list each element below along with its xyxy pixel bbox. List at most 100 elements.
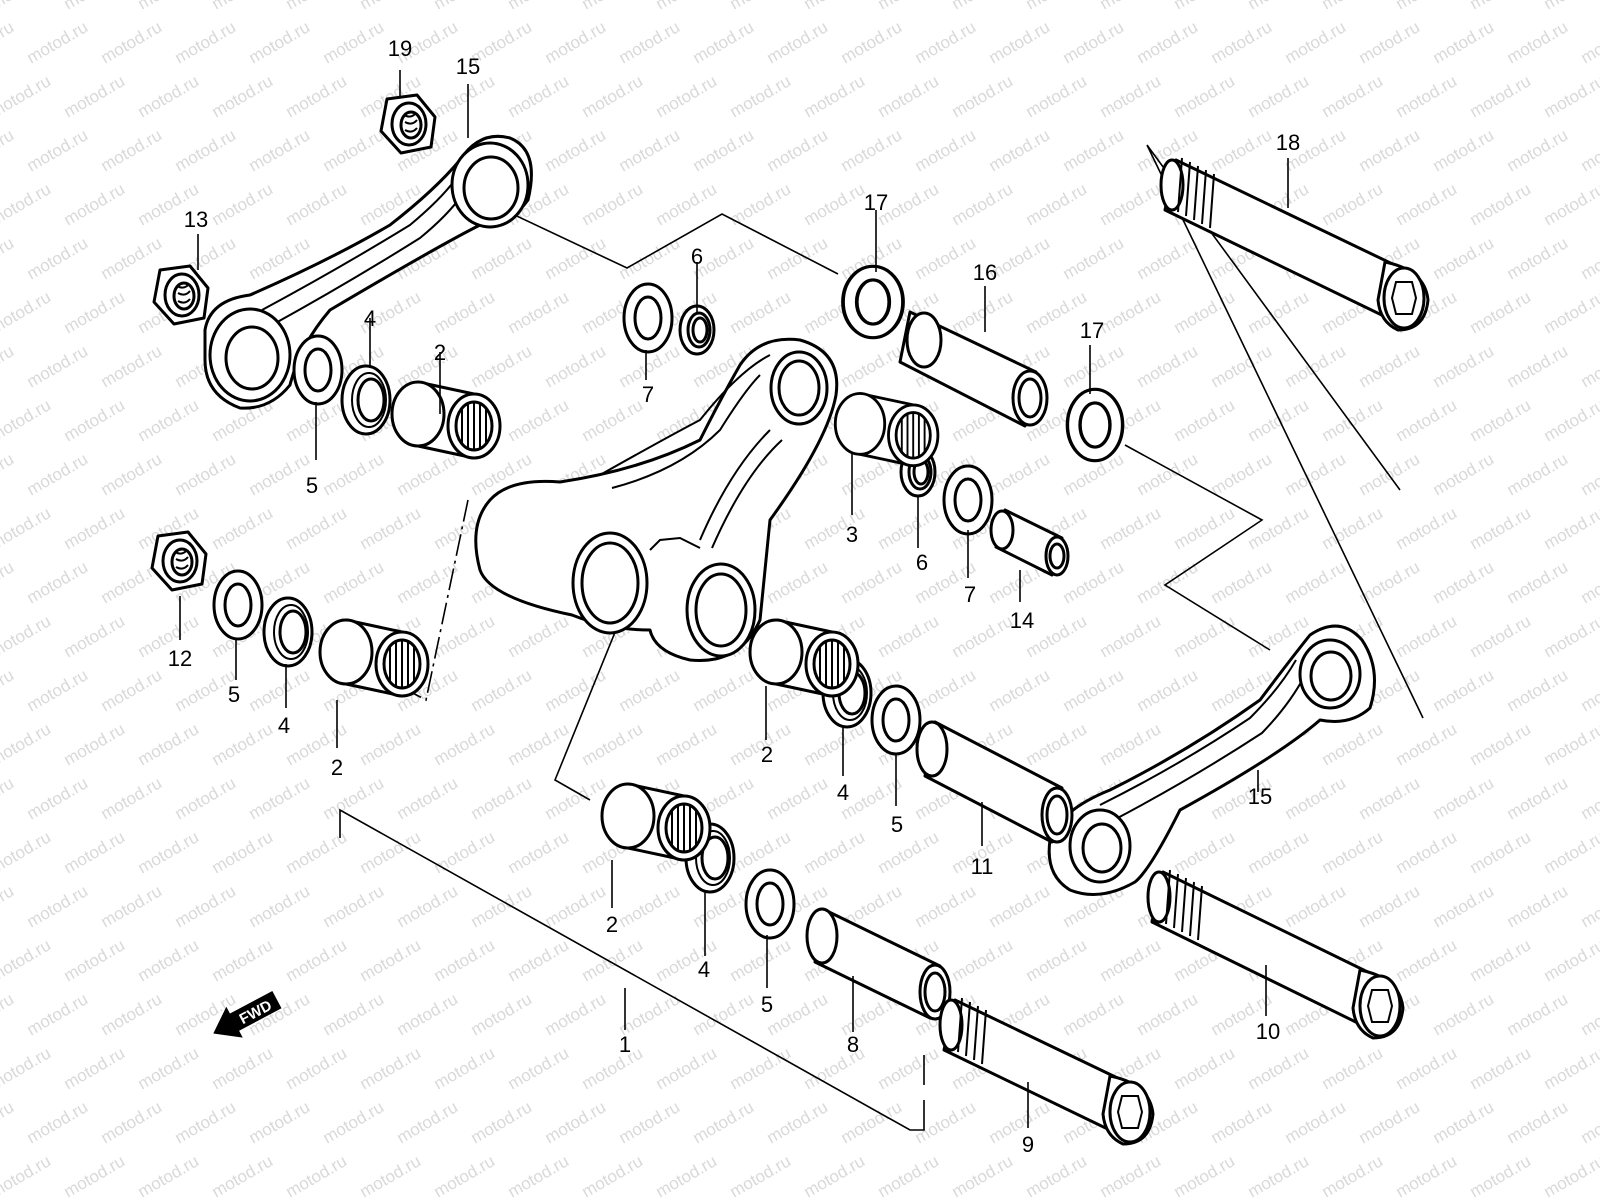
watermark-text: motod.ru [1097,611,1165,661]
watermark-text: motod.ru [357,719,425,769]
watermark-text: motod.ru [1578,989,1600,1039]
watermark-text: motod.ru [320,17,388,67]
watermark-text: motod.ru [1134,665,1202,715]
watermark-text: motod.ru [98,665,166,715]
watermark-text: motod.ru [764,989,832,1039]
watermark-text: motod.ru [1023,935,1091,985]
watermark-text: motod.ru [0,1097,17,1147]
watermark-text: motod.ru [505,395,573,445]
callout-13: 13 [184,207,208,232]
watermark-text: motod.ru [1245,1043,1313,1093]
watermark-text: motod.ru [24,881,92,931]
watermark-text: motod.ru [283,935,351,985]
watermark-text: motod.ru [1097,287,1165,337]
watermark-text: motod.ru [653,71,721,121]
watermark-text: motod.ru [1134,989,1202,1039]
watermark-text: motod.ru [1097,71,1165,121]
watermark-text: motod.ru [1393,935,1461,985]
watermark-text: motod.ru [1208,17,1276,67]
watermark-text: motod.ru [468,1097,536,1147]
watermark-text: motod.ru [1134,557,1202,607]
watermark-text: motod.ru [801,0,869,13]
watermark-text: motod.ru [135,1043,203,1093]
watermark-text: motod.ru [1467,1043,1535,1093]
watermark-text: motod.ru [912,233,980,283]
watermark-text: motod.ru [1060,341,1128,391]
watermark-text: motod.ru [1430,665,1498,715]
watermark-text: motod.ru [357,935,425,985]
watermark-text: motod.ru [986,1097,1054,1147]
watermark-text: motod.ru [1319,71,1387,121]
watermark-text: motod.ru [912,881,980,931]
watermark-text: motod.ru [357,1151,425,1200]
watermark-text: motod.ru [1430,557,1498,607]
callout-4-center: 4 [837,780,849,805]
callout-7-right: 7 [964,582,976,607]
watermark-text: motod.ru [1467,611,1535,661]
watermark-text: motod.ru [1319,395,1387,445]
watermark-text: motod.ru [394,989,462,1039]
watermark-text: motod.ru [1578,881,1600,931]
collar-16 [898,310,1049,428]
watermark-text: motod.ru [431,827,499,877]
watermark-text: motod.ru [801,827,869,877]
watermark-text: motod.ru [209,827,277,877]
watermark-text: motod.ru [0,1151,54,1200]
watermark-text: motod.ru [1467,71,1535,121]
watermark-text: motod.ru [1541,827,1600,877]
watermark-text: motod.ru [1282,557,1350,607]
watermark-text: motod.ru [0,125,17,175]
watermark-text: motod.ru [949,1151,1017,1200]
watermark-text: motod.ru [838,557,906,607]
watermark-text: motod.ru [0,233,17,283]
callout-3: 3 [846,522,858,547]
watermark-text: motod.ru [98,449,166,499]
washer-7-right [942,464,994,536]
callout-5-bottom: 5 [761,992,773,1017]
watermark-text: motod.ru [0,611,54,661]
watermark-text: motod.ru [0,773,17,823]
watermark-text: motod.ru [542,125,610,175]
callout-15-upper: 15 [456,54,480,79]
spacer-4-left [262,596,314,668]
watermark-text: motod.ru [1541,1151,1600,1200]
watermark-text: motod.ru [209,719,277,769]
watermark-text: motod.ru [1319,1151,1387,1200]
callout-5-center: 5 [891,812,903,837]
watermark-text: motod.ru [986,881,1054,931]
watermark-text: motod.ru [24,989,92,1039]
watermark-text: motod.ru [1245,395,1313,445]
linkage-lever [474,337,839,662]
watermark-text: motod.ru [1245,827,1313,877]
watermark-text: motod.ru [653,1151,721,1200]
nut-19-icon [379,93,437,155]
watermark-text: motod.ru [616,1097,684,1147]
watermark-text: motod.ru [24,17,92,67]
watermark-text: motod.ru [949,71,1017,121]
washer-5-bottom [744,868,796,940]
watermark-text: motod.ru [320,989,388,1039]
watermark-text: motod.ru [1356,17,1424,67]
watermark-text: motod.ru [1060,233,1128,283]
collar-14 [989,508,1070,577]
watermark-text: motod.ru [283,0,351,13]
watermark-text: motod.ru [394,773,462,823]
watermark-text: motod.ru [986,17,1054,67]
watermark-text: motod.ru [949,0,1017,13]
watermark-text: motod.ru [172,1097,240,1147]
watermark-text: motod.ru [357,503,425,553]
watermark-text: motod.ru [172,125,240,175]
watermark-text: motod.ru [875,0,943,13]
watermark-text: motod.ru [135,395,203,445]
watermark-text: motod.ru [1319,1043,1387,1093]
watermark-text: motod.ru [1171,503,1239,553]
watermark-text: motod.ru [1393,1043,1461,1093]
watermark-text: motod.ru [542,989,610,1039]
watermark-text: motod.ru [1504,341,1572,391]
watermark-text: motod.ru [1282,1097,1350,1147]
watermark-text: motod.ru [1393,611,1461,661]
watermark-text: motod.ru [579,395,647,445]
watermark-text: motod.ru [616,665,684,715]
watermark-text: motod.ru [468,773,536,823]
watermark-text: motod.ru [1171,0,1239,13]
